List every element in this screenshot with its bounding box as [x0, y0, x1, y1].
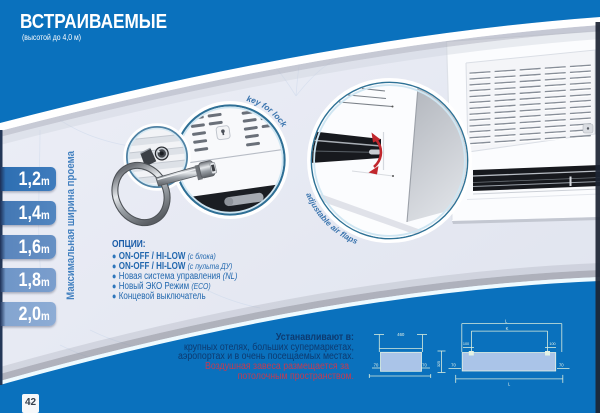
- svg-text:70: 70: [559, 363, 564, 368]
- svg-text:L: L: [505, 319, 508, 324]
- svg-text:100: 100: [463, 342, 469, 346]
- svg-text:460: 460: [397, 332, 405, 337]
- svg-text:L: L: [508, 382, 511, 387]
- svg-text:70: 70: [451, 363, 456, 368]
- svg-text:325: 325: [437, 361, 441, 367]
- svg-text:70: 70: [422, 362, 427, 367]
- svg-text:K: K: [506, 326, 509, 331]
- svg-text:100: 100: [549, 342, 555, 346]
- svg-text:70: 70: [374, 362, 379, 367]
